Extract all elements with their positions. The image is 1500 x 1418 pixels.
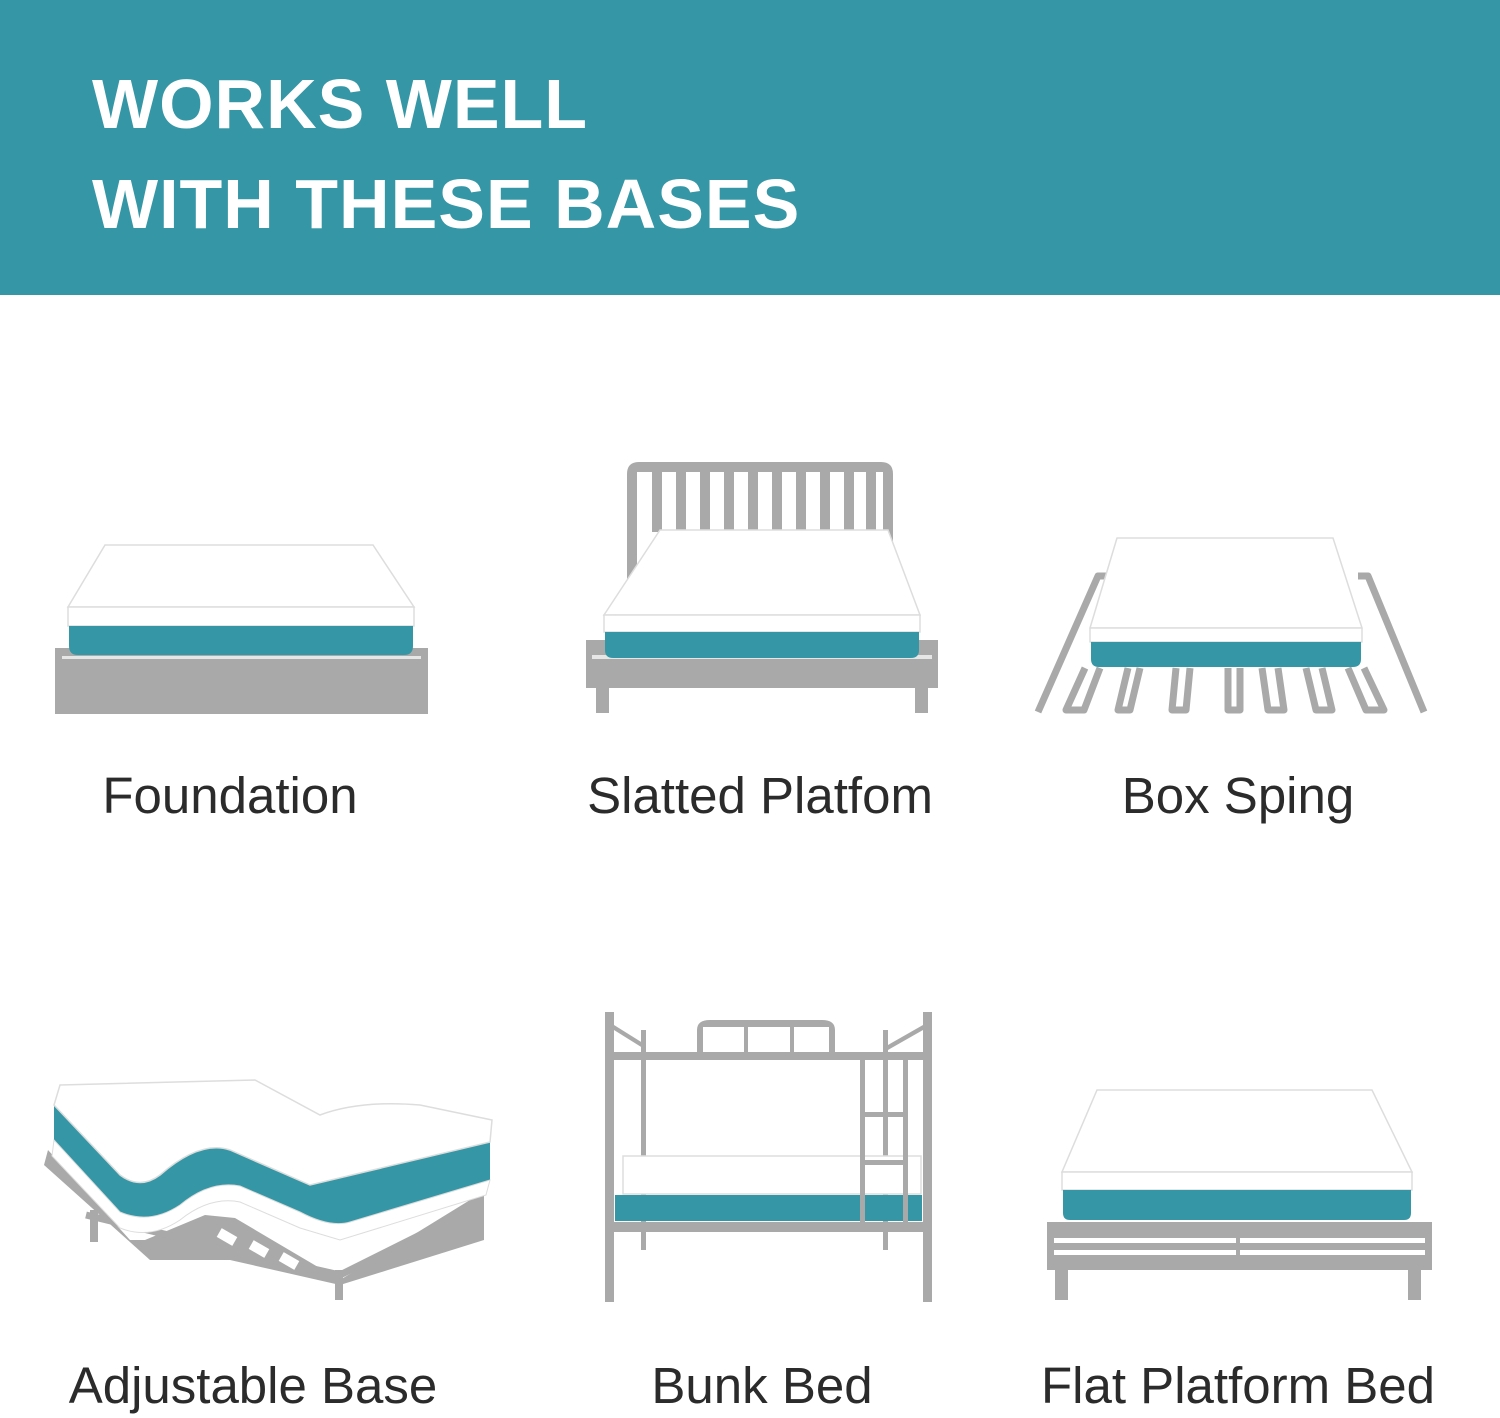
label-adjustable-base: Adjustable Base — [68, 1357, 438, 1414]
label-foundation: Foundation — [102, 767, 358, 824]
flat-platform-bed-icon — [1047, 1089, 1432, 1300]
label-flat-platform-bed: Flat Platform Bed — [1041, 1357, 1435, 1414]
box-spring-bed-icon — [1034, 537, 1428, 714]
foundation-bed-icon — [55, 544, 428, 714]
title-line-1: WORKS WELL — [92, 65, 589, 143]
label-slatted-platform: Slatted Platfom — [587, 767, 933, 824]
header-banner: WORKS WELL WITH THESE BASES — [0, 0, 1500, 295]
title-line-2: WITH THESE BASES — [92, 165, 801, 243]
slatted-platform-bed-icon — [586, 462, 938, 713]
label-box-spring: Box Sping — [1121, 767, 1355, 824]
adjustable-base-bed-icon — [44, 1079, 493, 1300]
label-bunk-bed: Bunk Bed — [651, 1357, 873, 1414]
bunk-bed-icon — [605, 1012, 932, 1302]
